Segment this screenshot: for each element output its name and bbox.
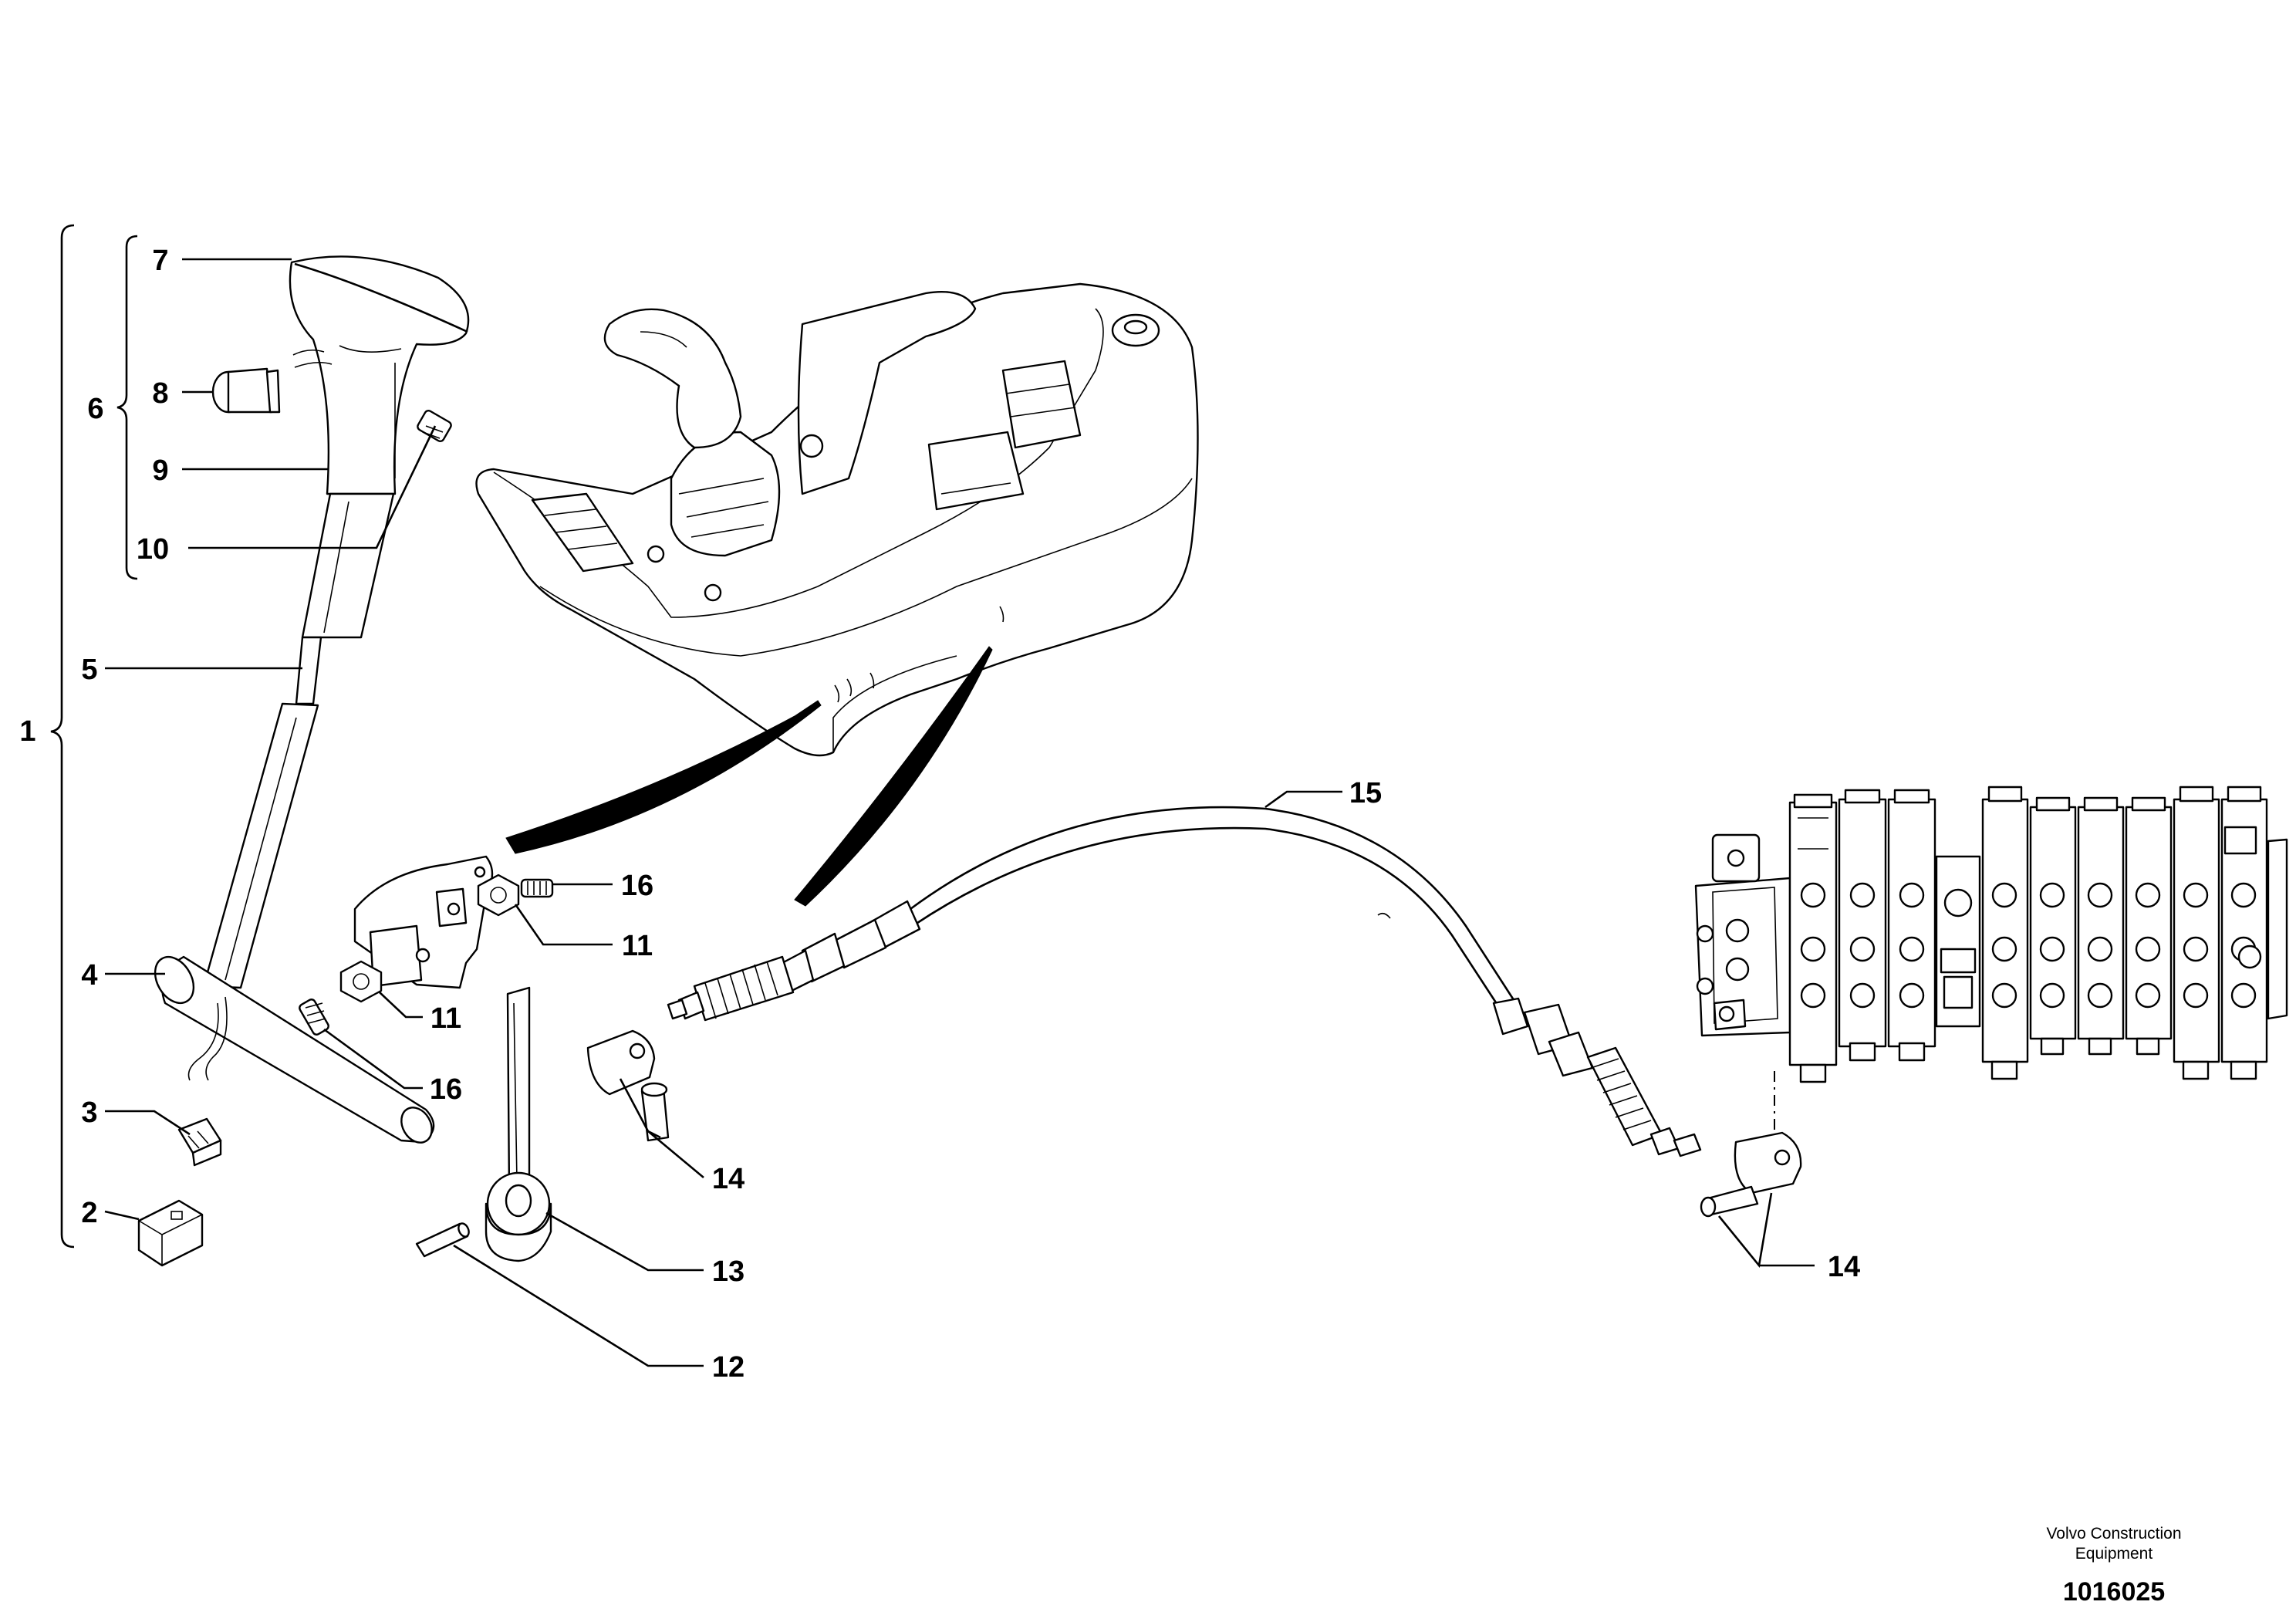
callout-12: 12 [712, 1351, 745, 1384]
control-valve-block [1694, 786, 2288, 1083]
leader-lines [104, 258, 1815, 1367]
nut-upper [477, 874, 520, 917]
console-display [927, 431, 1025, 511]
callout-14a: 14 [712, 1163, 745, 1195]
gear-lever-assembly [154, 255, 470, 1144]
leader-15 [1264, 790, 1342, 809]
leader-11b [379, 992, 423, 1019]
indicator-bulb [211, 349, 333, 414]
callout-5: 5 [81, 654, 97, 686]
valve-section-1 [1788, 793, 1838, 1083]
valve-section-7 [2125, 796, 2173, 1056]
leader-2 [104, 1210, 140, 1221]
leader-10 [188, 425, 437, 549]
callout-15: 15 [1349, 777, 1382, 809]
callout-1: 1 [19, 715, 35, 748]
valve-section-3 [1887, 789, 1936, 1062]
mounting-bracket [353, 855, 494, 989]
callout-labels: 1 6 7 8 9 10 5 4 3 2 16 11 11 16 14 13 1… [19, 245, 1860, 1384]
callout-4: 4 [81, 959, 97, 992]
callout-16a: 16 [621, 870, 653, 902]
callout-8: 8 [152, 377, 168, 410]
cable-bellows-left [693, 955, 795, 1022]
roll-pin [415, 1222, 470, 1258]
lever-knob [289, 255, 470, 495]
stud-lower [299, 999, 329, 1036]
callout-6: 6 [87, 393, 103, 425]
leader-14b [1717, 1192, 1815, 1269]
valve-inlet-section [1935, 855, 1981, 1028]
leader-13 [545, 1211, 704, 1272]
console-switch-panel-right [1001, 360, 1082, 449]
bracket-assembly-1 [50, 224, 75, 1249]
callout-9: 9 [152, 454, 168, 487]
lever-upper-shaft [301, 492, 395, 639]
valve-section-2 [1838, 789, 1887, 1062]
console-switch-panel-left [531, 492, 634, 573]
callout-7: 7 [152, 245, 168, 277]
cable-bellows-right [1586, 1046, 1663, 1147]
console-handle [797, 291, 977, 495]
clevis-left [586, 1029, 670, 1142]
callout-11a: 11 [622, 930, 653, 962]
company-name-line2: Equipment [2075, 1545, 2153, 1563]
callout-11b: 11 [430, 1002, 461, 1035]
callout-3: 3 [81, 1097, 97, 1129]
joystick-grip [603, 308, 742, 449]
control-console [475, 282, 1199, 757]
callout-16b: 16 [430, 1073, 462, 1106]
lever-lower-tube [202, 702, 319, 989]
valve-end-cap-right [2267, 838, 2288, 1020]
pointer-wedge-right [794, 646, 993, 907]
stud-upper [520, 878, 554, 898]
lever-crossbar [161, 955, 435, 1144]
callout-14b: 14 [1828, 1251, 1860, 1283]
leader-14a [619, 1078, 704, 1178]
pointer-wedge-left [505, 700, 822, 854]
connector-housing [137, 1199, 204, 1267]
valve-section-4 [1981, 786, 2029, 1080]
clevis-right [1700, 1131, 1802, 1218]
leader-11a [514, 904, 613, 946]
bracket-assembly-6 [116, 235, 138, 580]
leader-3 [105, 1110, 191, 1136]
nut-lower [339, 960, 383, 1003]
callout-10: 10 [137, 533, 169, 566]
leader-12 [453, 1244, 704, 1367]
company-name-line1: Volvo Construction [2046, 1525, 2181, 1543]
callout-2: 2 [81, 1197, 97, 1229]
wire-connector [177, 1117, 222, 1167]
control-cable [667, 806, 1702, 1157]
drawing-number: 1016025 [2063, 1577, 2165, 1607]
valve-section-8 [2173, 786, 2220, 1080]
lever-arm [485, 986, 552, 1262]
valve-section-6 [2077, 796, 2125, 1056]
valve-section-5 [2029, 796, 2077, 1056]
drawing-footer: Volvo Construction Equipment 1016025 [2046, 1525, 2181, 1607]
callout-13: 13 [712, 1255, 745, 1288]
leader-16b [323, 1028, 423, 1090]
